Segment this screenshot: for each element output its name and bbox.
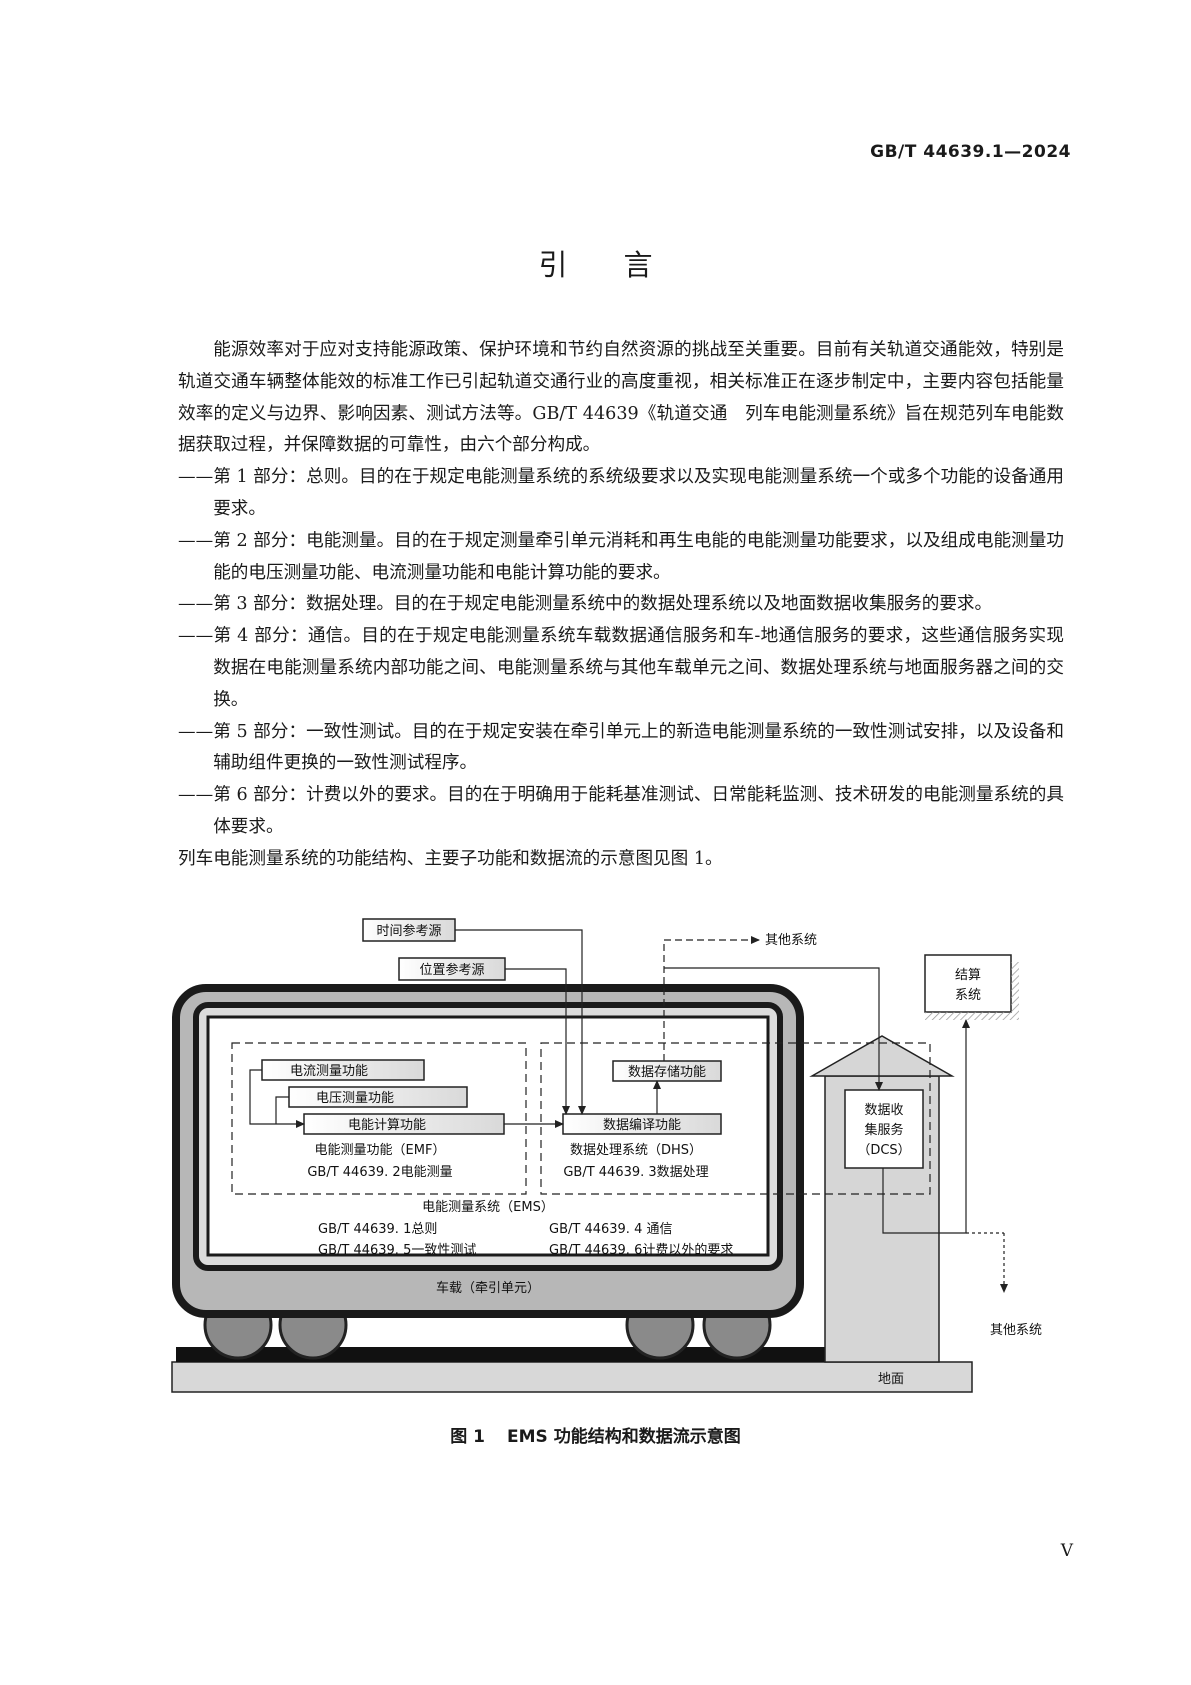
connector-arrow [664,967,883,1091]
document-body: 能源效率对于应对支持能源政策、保护环境和节约自然资源的挑战至关重要。目前有关轨道… [178,335,1064,876]
billing-label-line2: 系统 [955,988,981,1003]
ems-standard-4-label: GB/T 44639. 4 通信 [549,1222,672,1237]
figure-title: EMS 功能结构和数据流示意图 [507,1427,741,1447]
list-dash: —— [178,467,214,488]
connector-arrow [455,929,586,1115]
ems-label: 电能测量系统（EMS） [422,1200,554,1215]
dhs-boundary [540,1042,931,1195]
connector-arrow [882,1019,970,1234]
connector-line [275,1096,289,1124]
list-dash: —— [178,626,214,647]
other-system-right-label: 其他系统 [990,1323,1042,1338]
connector-arrow [249,1069,305,1128]
onboard-label: 车载（牵引单元） [436,1280,540,1296]
position-reference-label: 位置参考源 [419,962,484,978]
ground-label: 地面 [878,1372,904,1387]
train-car-window [206,1015,770,1257]
billing-shadow [925,1012,1011,1020]
billing-label-line1: 结算 [955,968,981,983]
list-item-text: 第 5 部分：一致性测试。目的在于规定安装在牵引单元上的新造电能测量系统的一致性… [213,721,1064,774]
dcs-roof [809,1035,955,1077]
figure-number: 图 1 [450,1427,486,1447]
list-item-part-3: ——第 3 部分：数据处理。目的在于规定电能测量系统中的数据处理系统以及地面数据… [178,589,1064,621]
dcs-label-line1: 数据收 [864,1103,903,1118]
billing-shadow [1011,962,1019,1020]
energy-calculation-label: 电能计算功能 [348,1118,426,1133]
list-item-text: 第 6 部分：计费以外的要求。目的在于明确用于能耗基准测试、日常能耗监测、技术研… [213,785,1064,837]
list-item-text: 第 4 部分：通信。目的在于规定电能测量系统车载数据通信服务和车-地通信服务的要… [213,626,1064,710]
figure-lead: 列车电能测量系统的功能结构、主要子功能和数据流的示意图见图 1。 [178,848,723,869]
data-compile-label: 数据编译功能 [603,1118,681,1133]
dcs-box [844,1089,924,1169]
dcs-label-line2: 集服务 [864,1122,903,1138]
list-item-part-4: ——第 4 部分：通信。目的在于规定电能测量系统车载数据通信服务和车-地通信服务… [178,621,1064,716]
current-measurement-label: 电流测量功能 [290,1064,368,1079]
dashed-arrow [663,936,760,1061]
ems-standard-1-label: GB/T 44639. 1总则 [318,1222,437,1237]
standard-id: GB/T 44639.1—2024 [870,142,1071,162]
emf-boundary [231,1042,527,1195]
other-system-top-label: 其他系统 [765,933,817,948]
list-item-text: 第 2 部分：电能测量。目的在于规定测量牵引单元消耗和再生电能的电能测量功能要求… [213,530,1064,583]
dcs-label-line3: （DCS） [857,1143,910,1158]
list-dash: —— [178,594,214,615]
time-reference-label: 时间参考源 [376,923,441,939]
list-dash: —— [178,530,214,551]
emf-standard-label: GB/T 44639. 2电能测量 [307,1165,452,1180]
list-item-part-5: ——第 5 部分：一致性测试。目的在于规定安装在牵引单元上的新造电能测量系统的一… [178,717,1064,781]
list-dash: —— [178,785,214,806]
page-number: V [1060,1541,1073,1561]
data-storage-label: 数据存储功能 [628,1065,706,1080]
voltage-measurement-label: 电压测量功能 [316,1091,394,1106]
connector-arrow [505,968,570,1115]
list-item-part-6: ——第 6 部分：计费以外的要求。目的在于明确用于能耗基准测试、日常能耗监测、技… [178,780,1064,844]
page-title: 引言 [538,248,709,282]
list-dash: —— [178,721,214,742]
intro-paragraph: 能源效率对于应对支持能源政策、保护环境和节约自然资源的挑战至关重要。目前有关轨道… [178,340,1064,456]
dhs-standard-label: GB/T 44639. 3数据处理 [563,1165,708,1180]
billing-system-box [924,954,1012,1013]
emf-label: 电能测量功能（EMF） [315,1143,446,1158]
data-storage-box [612,1060,722,1082]
figure-caption: 图 1 EMS 功能结构和数据流示意图 [0,1422,1191,1447]
dhs-label: 数据处理系统（DHS） [570,1143,702,1158]
ground-slab [171,1361,973,1393]
list-item-text: 第 1 部分：总则。目的在于规定电能测量系统的系统级要求以及实现电能测量系统一个… [213,467,1064,519]
list-item-part-2: ——第 2 部分：电能测量。目的在于规定测量牵引单元消耗和再生电能的电能测量功能… [178,526,1064,590]
list-item-part-1: ——第 1 部分：总则。目的在于规定电能测量系统的系统级要求以及实现电能测量系统… [178,462,1064,526]
ems-standard-5-label: GB/T 44639. 5一致性测试 [318,1243,476,1258]
list-item-text: 第 3 部分：数据处理。目的在于规定电能测量系统中的数据处理系统以及地面数据收集… [213,594,993,615]
ems-standard-6-label: GB/T 44639. 6计费以外的要求 [549,1242,733,1258]
